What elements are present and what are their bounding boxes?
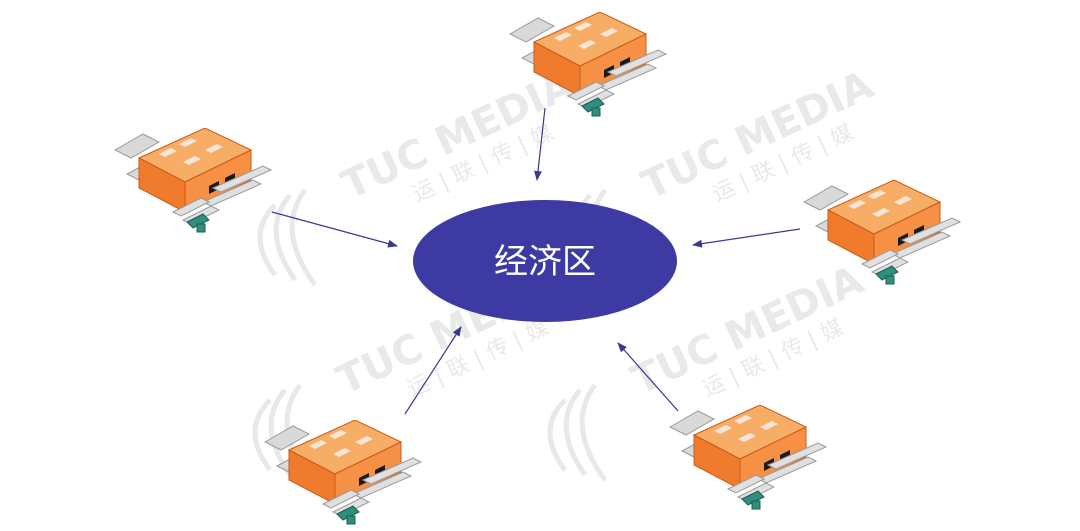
arrow-top: [534, 107, 546, 181]
arrow-lower-right: [617, 342, 679, 412]
economic-zone-node: 经济区: [413, 200, 677, 322]
arrow-upper-left: [271, 211, 398, 248]
factory-icon: [669, 405, 827, 510]
factory-icon: [114, 128, 272, 233]
center-ellipse: [413, 200, 677, 322]
center-label: 经济区: [494, 242, 596, 282]
arrow-lower-left: [404, 326, 462, 415]
arrow-right: [692, 228, 801, 248]
factory-icon: [264, 420, 422, 525]
arrows: [271, 107, 801, 415]
